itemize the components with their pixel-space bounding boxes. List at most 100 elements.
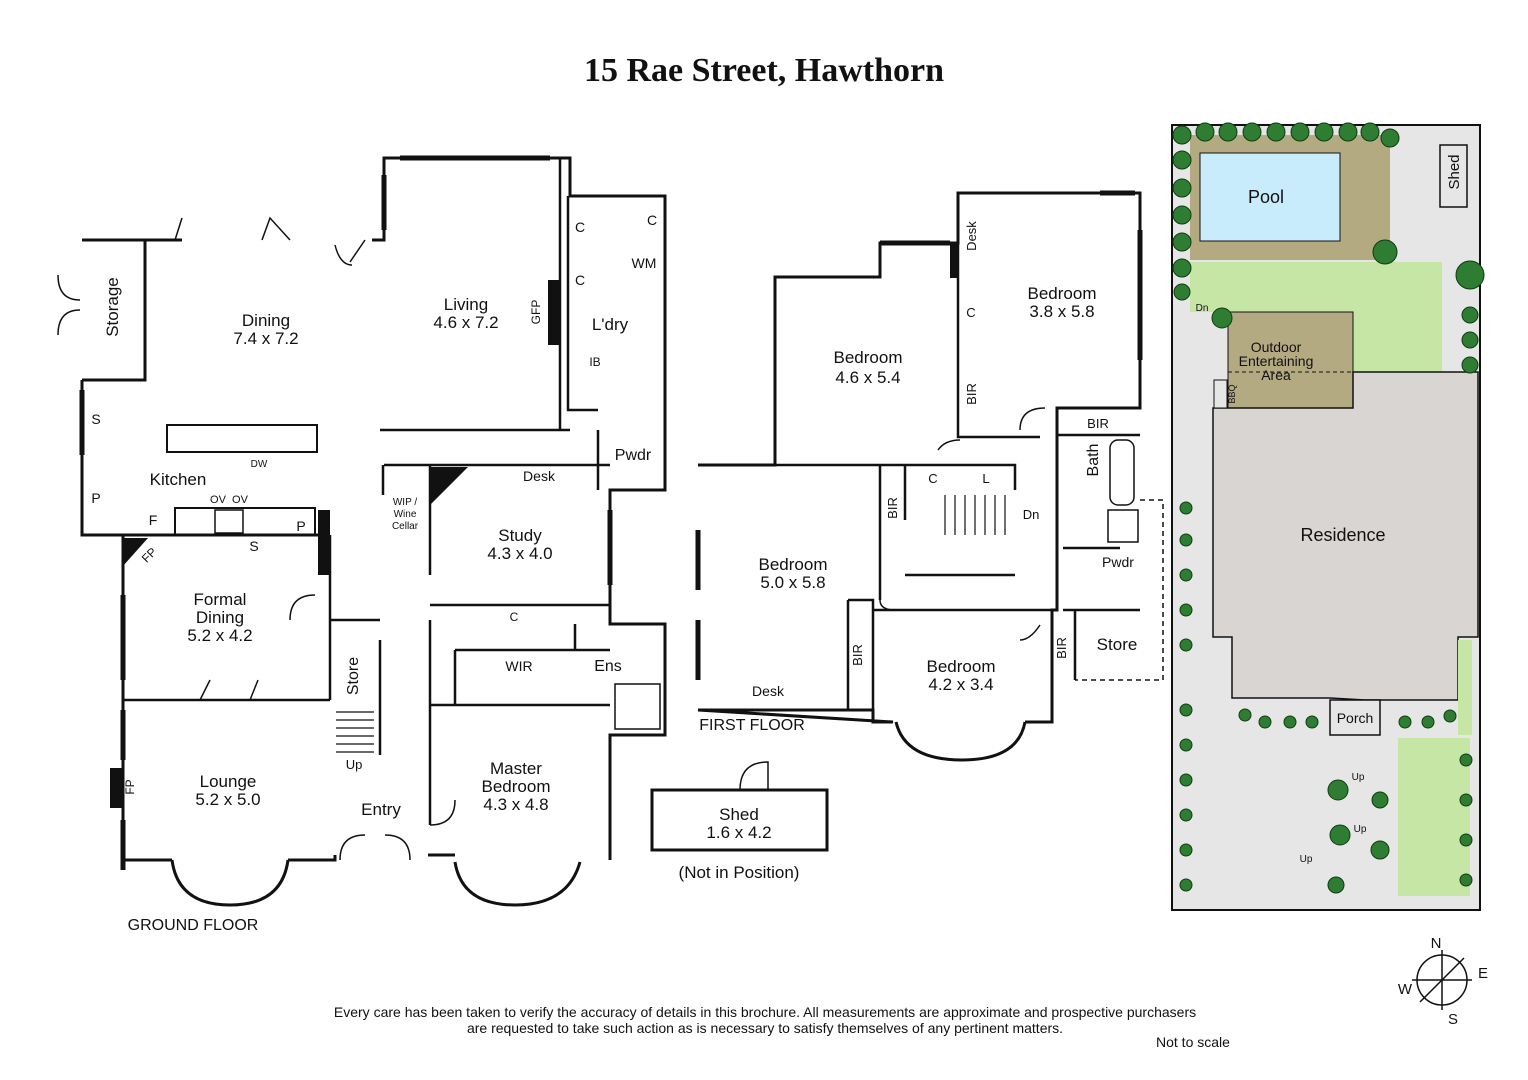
site-lawn-side <box>1458 640 1472 735</box>
bed4-bay <box>894 721 1027 762</box>
wir-label: WIR <box>505 658 532 674</box>
ground-floor-plan <box>57 155 667 907</box>
shed-name: Shed <box>719 805 759 824</box>
bir-label-1: BIR <box>964 383 979 405</box>
master-size: 4.3 x 4.8 <box>483 795 548 814</box>
not-to-scale: Not to scale <box>1156 1034 1230 1050</box>
mark-c-4: C <box>510 610 519 624</box>
formal-fireplace <box>123 538 148 566</box>
wip-wall-block <box>430 467 468 505</box>
site-pool-label: Pool <box>1248 187 1284 207</box>
first-desk-label-2: Desk <box>964 221 979 251</box>
ground-floor-label: GROUND FLOOR <box>128 917 259 934</box>
entry-label: Entry <box>361 800 401 819</box>
bed1-size: 4.6 x 5.4 <box>835 368 900 387</box>
site-lawn-right <box>1350 262 1442 372</box>
site-porch-label: Porch <box>1337 710 1374 726</box>
site-up-label-3: Up <box>1300 854 1313 865</box>
formal-label-1: Formal <box>194 590 247 609</box>
mark-dw: DW <box>251 459 268 470</box>
first-l-label: L <box>982 471 989 486</box>
shed-note: (Not in Position) <box>679 863 800 882</box>
mark-s-1: S <box>91 411 100 427</box>
first-floor-labels: Bedroom 4.6 x 5.4 Bedroom 3.8 x 5.8 Bedr… <box>699 221 1137 734</box>
cooktop <box>214 509 244 534</box>
first-shower <box>1107 509 1139 543</box>
ensuite-shower <box>614 683 661 730</box>
disclaimer-line-2: are requested to take such action as is … <box>466 1020 1064 1036</box>
formal-size: 5.2 x 4.2 <box>187 626 252 645</box>
pwdr-label: Pwdr <box>615 447 652 464</box>
first-stairs <box>944 495 1006 535</box>
first-floor-label: FIRST FLOOR <box>699 717 805 734</box>
bed4-size: 4.2 x 3.4 <box>928 675 993 694</box>
compass-s: S <box>1448 1011 1458 1028</box>
bathtub <box>1109 439 1135 506</box>
first-desk-label-1: Desk <box>752 683 785 699</box>
bir-label-3: BIR <box>885 497 900 519</box>
store-label: Store <box>345 657 362 695</box>
site-residence-label: Residence <box>1300 525 1385 545</box>
study-size: 4.3 x 4.0 <box>487 544 552 563</box>
site-bbq-label: BBQ <box>1227 384 1237 403</box>
wip-label-2: Wine <box>394 509 417 520</box>
kitchen-bench <box>174 507 316 536</box>
disclaimer: Every care has been taken to verify the … <box>200 1004 1330 1036</box>
gfp-fireplace <box>548 280 560 345</box>
bath-label: Bath <box>1085 444 1102 477</box>
site-outdoor-area <box>1227 311 1354 409</box>
bed2-label: Bedroom <box>1028 284 1097 303</box>
mark-up: Up <box>346 757 363 772</box>
mark-p-1: P <box>91 490 100 506</box>
store-dashed <box>1075 499 1164 681</box>
laundry-label: L'dry <box>592 315 629 334</box>
lounge-label: Lounge <box>200 772 257 791</box>
compass-w: W <box>1398 981 1413 998</box>
wip-label-1: WIP / <box>393 497 417 508</box>
dining-size: 7.4 x 7.2 <box>233 329 298 348</box>
bed3-label: Bedroom <box>759 555 828 574</box>
ens-label: Ens <box>594 658 622 675</box>
site-dn-label: Dn <box>1196 303 1209 314</box>
study-label: Study <box>498 526 542 545</box>
site-porch <box>1329 699 1381 736</box>
page-title: 15 Rae Street, Hawthorn <box>583 52 945 89</box>
site-up-label-1: Up <box>1352 772 1365 783</box>
bir-label-4: BIR <box>850 644 865 666</box>
living-size: 4.6 x 7.2 <box>433 313 498 332</box>
first-floor-wall-block <box>950 243 959 278</box>
lounge-fireplace <box>110 768 123 808</box>
first-dn-label: Dn <box>1023 507 1040 522</box>
wip-label-3: Cellar <box>392 521 419 532</box>
master-label-1: Master <box>490 759 542 778</box>
site-outdoor-3: Area <box>1261 367 1291 383</box>
site-plan: Pool Shed Outdoor Entertaining Area Resi… <box>1171 122 1485 911</box>
site-shed <box>1439 144 1468 208</box>
mark-gfp: GFP <box>529 300 543 325</box>
first-floor-plan <box>695 190 1143 762</box>
ground-internal-walls <box>123 158 610 825</box>
bir-label-5: BIR <box>1054 637 1069 659</box>
mark-ib: IB <box>589 355 600 369</box>
mark-c-3: C <box>647 212 657 228</box>
bir-label-2: BIR <box>1087 416 1109 431</box>
living-label: Living <box>444 295 488 314</box>
compass-icon: N E S W <box>1398 935 1488 1028</box>
compass-e: E <box>1478 965 1488 982</box>
first-store-label: Store <box>1097 635 1138 654</box>
master-label-2: Bedroom <box>482 777 551 796</box>
site-shed-label: Shed <box>1446 154 1463 189</box>
bed3-size: 5.0 x 5.8 <box>760 573 825 592</box>
mark-ov-2: OV <box>232 494 249 506</box>
site-outdoor-1: Outdoor <box>1251 339 1302 355</box>
kitchen-island <box>166 424 318 453</box>
mark-f: F <box>149 512 158 528</box>
formal-label-2: Dining <box>196 608 244 627</box>
kitchen-label: Kitchen <box>150 470 207 489</box>
study-desk-label: Desk <box>523 468 556 484</box>
disclaimer-line-1: Every care has been taken to verify the … <box>333 1004 1197 1020</box>
site-up-label-2: Up <box>1354 824 1367 835</box>
mark-s-2: S <box>249 538 258 554</box>
site-trees <box>1172 122 1485 894</box>
site-bbq <box>1213 379 1228 409</box>
